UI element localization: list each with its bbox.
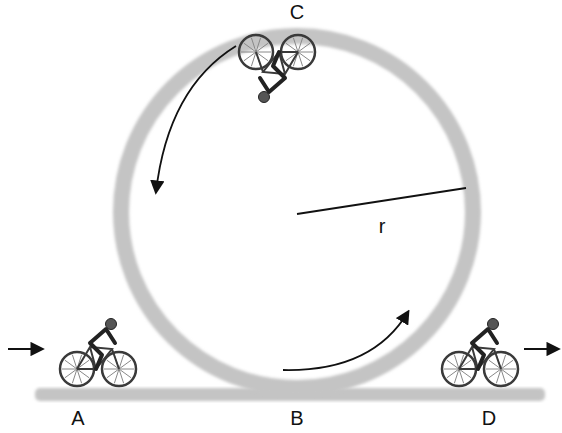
cyclist: [239, 35, 315, 103]
cyclist: [60, 319, 136, 387]
rider-head: [259, 92, 270, 103]
rider-head: [106, 319, 117, 330]
point-label: C: [290, 2, 304, 22]
point-label: B: [290, 408, 303, 428]
rider: [260, 52, 285, 92]
rider: [90, 329, 115, 369]
rider: [472, 329, 497, 369]
motion-arrow: [283, 312, 408, 370]
cyclist: [442, 319, 518, 387]
motion-arrow: [8, 348, 42, 350]
point-label: D: [482, 408, 496, 428]
rider-head: [488, 319, 499, 330]
point-label: A: [71, 408, 84, 428]
radius-line: [297, 188, 466, 214]
motion-arrow: [524, 348, 558, 350]
radius-label: r: [379, 216, 386, 236]
loop-track: [121, 36, 473, 388]
motion-arrow: [156, 46, 236, 192]
